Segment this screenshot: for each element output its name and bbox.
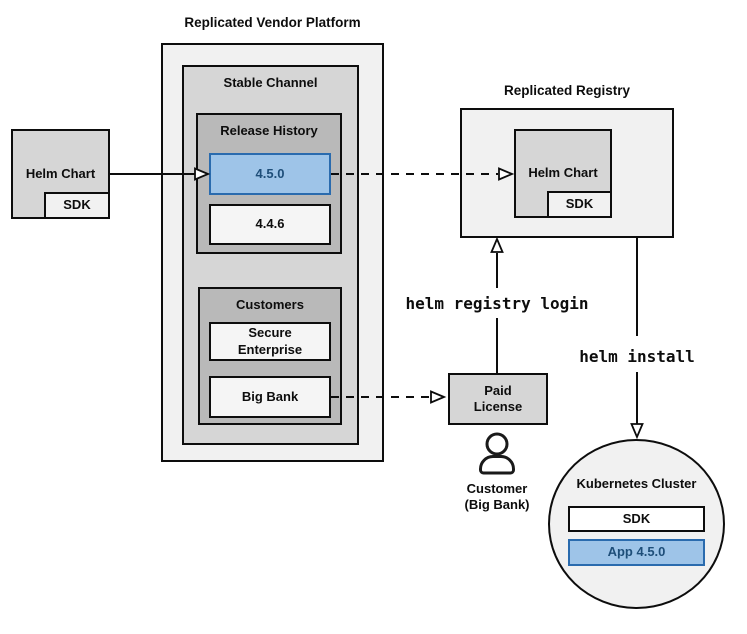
release-4-5-0: 4.5.0 (209, 153, 331, 195)
arrow-registry-to-cluster (630, 238, 644, 440)
customer-big-bank: Big Bank (209, 376, 331, 418)
customer-secure-enterprise: Secure Enterprise (209, 322, 331, 361)
person-icon (479, 432, 515, 475)
helm-registry-login-command: helm registry login (405, 294, 589, 313)
kubernetes-sdk-label: SDK (622, 510, 651, 526)
release-history-label: Release History (220, 123, 318, 138)
registry-title: Replicated Registry (503, 83, 631, 98)
vendor-platform-title: Replicated Vendor Platform (184, 15, 361, 30)
customer-caption-line2: (Big Bank) (464, 497, 530, 513)
source-sdk-box: SDK (44, 192, 110, 219)
kubernetes-app-label: App 4.5.0 (607, 544, 666, 560)
release-4-4-6-label: 4.4.6 (255, 216, 285, 232)
kubernetes-app-box: App 4.5.0 (568, 539, 705, 566)
paid-license-box: Paid License (448, 373, 548, 425)
registry-sdk-label: SDK (565, 196, 594, 212)
release-4-5-0-label: 4.5.0 (255, 165, 285, 181)
stable-channel-label: Stable Channel (223, 75, 318, 90)
customer-secure-enterprise-label: Secure Enterprise (237, 325, 303, 357)
source-sdk-label: SDK (63, 197, 91, 213)
helm-install-command: helm install (579, 347, 695, 366)
registry-helm-chart-label: Helm Chart (528, 165, 598, 181)
customer-big-bank-label: Big Bank (241, 388, 299, 404)
customer-caption-line1: Customer (466, 481, 528, 496)
customers-label: Customers (236, 297, 304, 312)
customer-caption: Customer (Big Bank) (437, 481, 557, 514)
registry-sdk-box: SDK (547, 191, 612, 218)
kubernetes-cluster-title: Kubernetes Cluster (576, 476, 697, 491)
source-helm-chart-label: Helm Chart (25, 165, 96, 181)
paid-license-label: Paid License (473, 382, 523, 414)
kubernetes-sdk-box: SDK (568, 506, 705, 532)
release-4-4-6: 4.4.6 (209, 204, 331, 245)
